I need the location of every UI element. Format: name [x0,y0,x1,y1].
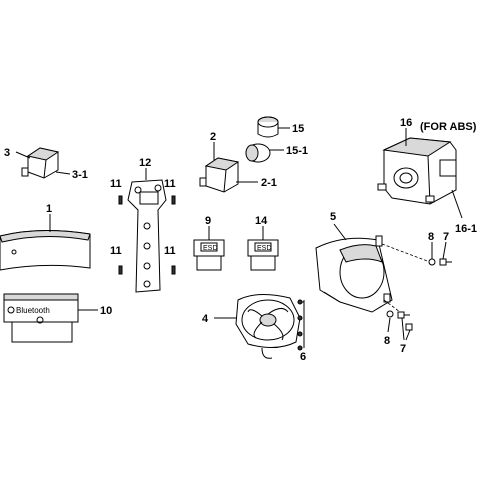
callout-11-bottom-left: 11 [110,245,122,257]
dash-line-lower [383,299,401,313]
callout-16-1: 16-1 [455,223,477,235]
part-14-relay: ESD [247,239,279,271]
part-8-nut-upper [428,258,436,266]
callout-14: 14 [255,215,268,227]
part-11-bolts [118,195,176,275]
part-7-bolt-lower [397,311,413,331]
callout-4: 4 [202,313,209,325]
part-15-1-mount [245,143,271,163]
part-4-fan [235,294,301,359]
callout-11-top-right: 11 [164,178,176,190]
callout-2-1: 2-1 [261,177,277,189]
callout-15-1: 15-1 [286,145,308,157]
leader-3-1 [55,171,71,175]
callout-11-top-left: 11 [110,178,122,190]
part-8-nut-lower [386,310,394,318]
callout-2: 2 [210,131,216,143]
leader-5 [333,223,347,241]
part-15-cap [257,116,279,138]
part-12-bracket [127,179,167,293]
dash-line-upper [381,243,431,263]
callout-8-upper: 8 [428,231,434,243]
callout-11-bottom-right: 11 [164,245,176,257]
leader-7-lower-b [405,329,411,341]
part-1-cover [0,229,91,271]
part-5-shroud [315,235,393,313]
callout-15: 15 [292,123,304,135]
callout-16-note: (FOR ABS) [420,121,477,133]
part-10-bluetooth-module: Bluetooth [3,293,79,343]
callout-12: 12 [139,157,151,169]
part-2-relay [199,157,240,193]
part-6-screws [297,299,304,351]
callout-10: 10 [100,305,112,317]
callout-7-upper: 7 [443,231,449,243]
svg-text:ESD: ESD [257,245,271,252]
leader-7-lower-a [401,317,405,341]
leader-16-1 [451,189,463,219]
callout-9: 9 [205,215,211,227]
callout-16: 16 [400,117,412,129]
svg-text:ESD: ESD [203,245,217,252]
part-3-relay [21,147,60,179]
callout-6: 6 [300,351,306,363]
callout-1: 1 [46,203,52,215]
leader-3 [15,151,31,159]
part-9-relay: ESD [193,239,225,271]
leader-8-lower [387,317,391,333]
callout-5: 5 [330,211,336,223]
part-16-abs-unit [377,137,457,205]
bluetooth-label: Bluetooth [16,306,50,315]
leader-7-upper [442,241,447,260]
part-7-bolt-upper [439,258,452,266]
callout-3-1: 3-1 [72,169,88,181]
callout-8-lower: 8 [384,335,390,347]
callout-3: 3 [4,147,10,159]
callout-7-lower: 7 [400,343,406,355]
